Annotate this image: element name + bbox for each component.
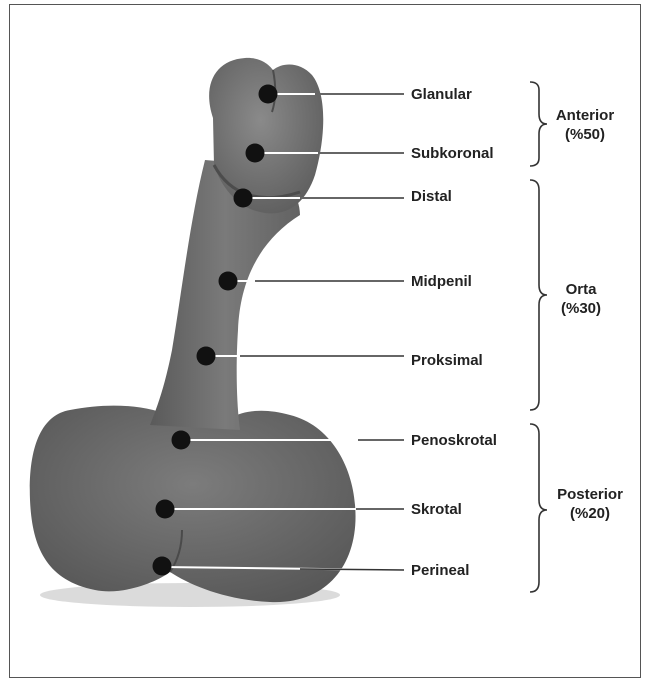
- point-proksimal: Proksimal: [197, 347, 483, 370]
- point-label: Skrotal: [411, 501, 462, 518]
- point-label: Midpenil: [411, 273, 472, 290]
- region-posterior: Posterior (%20): [530, 424, 623, 592]
- region-name: Posterior: [557, 486, 623, 503]
- measure-dot: [172, 431, 191, 450]
- point-label: Penoskrotal: [411, 432, 497, 449]
- measure-dot: [153, 557, 172, 576]
- curly-brace: [530, 82, 547, 166]
- region-name: Orta: [566, 281, 598, 298]
- measure-dot: [156, 500, 175, 519]
- leader-line-outside: [300, 569, 404, 570]
- point-label: Subkoronal: [411, 145, 494, 162]
- point-label: Proksimal: [411, 352, 483, 369]
- measure-dot: [219, 272, 238, 291]
- region-orta: Orta (%30): [530, 180, 601, 410]
- region-share: (%50): [565, 126, 605, 143]
- measure-dot: [246, 144, 265, 163]
- region-share: (%30): [561, 300, 601, 317]
- curly-brace: [530, 424, 547, 592]
- model-base: [30, 406, 356, 603]
- model-illustration: [30, 58, 356, 607]
- region-name: Anterior: [556, 107, 615, 124]
- point-midpenil: Midpenil: [219, 272, 472, 291]
- measure-dot: [259, 85, 278, 104]
- point-label: Distal: [411, 188, 452, 205]
- point-label: Glanular: [411, 86, 472, 103]
- point-label: Perineal: [411, 562, 469, 579]
- region-anterior: Anterior (%50): [530, 82, 614, 166]
- region-share: (%20): [570, 505, 610, 522]
- measure-dot: [234, 189, 253, 208]
- curly-brace: [530, 180, 547, 410]
- measure-dot: [197, 347, 216, 366]
